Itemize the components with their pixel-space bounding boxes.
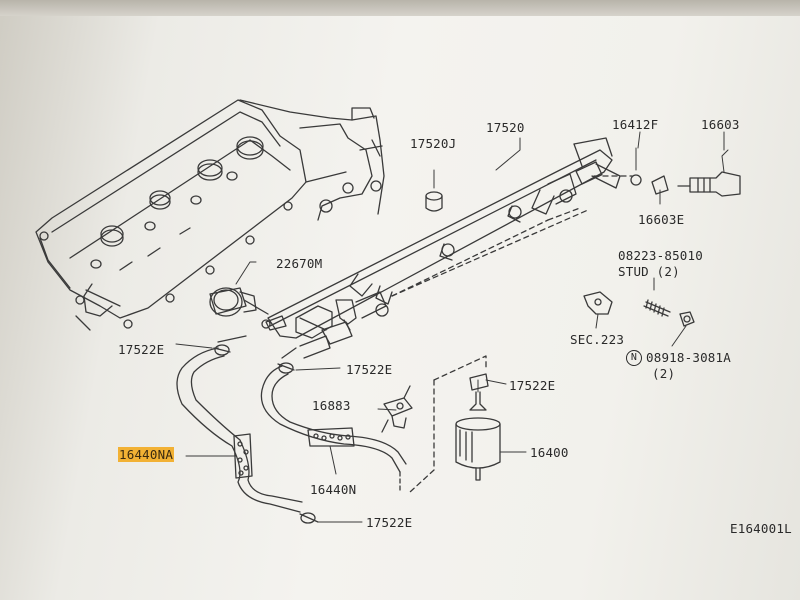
fuel-filter-16400-drawing	[409, 355, 527, 493]
label-08223-85010: 08223-85010	[618, 248, 703, 263]
engine-rocker-cover-drawing	[35, 99, 385, 331]
label-08918-qty: (2)	[652, 366, 676, 381]
fuel-hose-16440n-drawing	[260, 365, 407, 493]
hose-clamps-drawing	[213, 344, 507, 524]
label-17520: 17520	[486, 120, 525, 135]
label-16603e: 16603E	[638, 212, 685, 227]
label-16603: 16603	[701, 117, 740, 132]
label-17520j: 17520J	[410, 136, 457, 151]
fuel-hose-16440na-drawing	[176, 347, 303, 513]
hose-clip-16883-drawing	[381, 385, 413, 433]
label-16440na-highlighted: 16440NA	[118, 447, 175, 462]
monitor-bezel	[0, 0, 800, 16]
label-16883: 16883	[312, 398, 351, 413]
stud-nut-drawing	[583, 277, 695, 347]
label-17522e-bottom: 17522E	[366, 515, 413, 530]
label-stud-qty: STUD (2)	[618, 264, 680, 279]
label-16400: 16400	[530, 445, 569, 460]
label-17522e-right: 17522E	[509, 378, 556, 393]
leader-lines	[175, 131, 725, 523]
label-17522e-left: 17522E	[118, 342, 165, 357]
pressure-damper-22670m-drawing	[209, 261, 257, 317]
rail-outlet-pipes-drawing	[217, 319, 353, 359]
label-08918-3081a: 08918-3081A	[646, 350, 731, 365]
label-16412f: 16412F	[612, 117, 659, 132]
label-sec223: SEC.223	[570, 332, 625, 347]
seal-cap-17520j-drawing	[425, 169, 443, 212]
label-17522e-mid: 17522E	[346, 362, 393, 377]
label-22670m: 22670M	[276, 256, 323, 271]
label-16440n: 16440N	[310, 482, 357, 497]
fuel-rail-drawing	[243, 137, 633, 339]
n-symbol: N	[626, 350, 642, 366]
injector-parts-drawing	[630, 147, 741, 205]
reference-code: E164001L	[730, 521, 792, 536]
